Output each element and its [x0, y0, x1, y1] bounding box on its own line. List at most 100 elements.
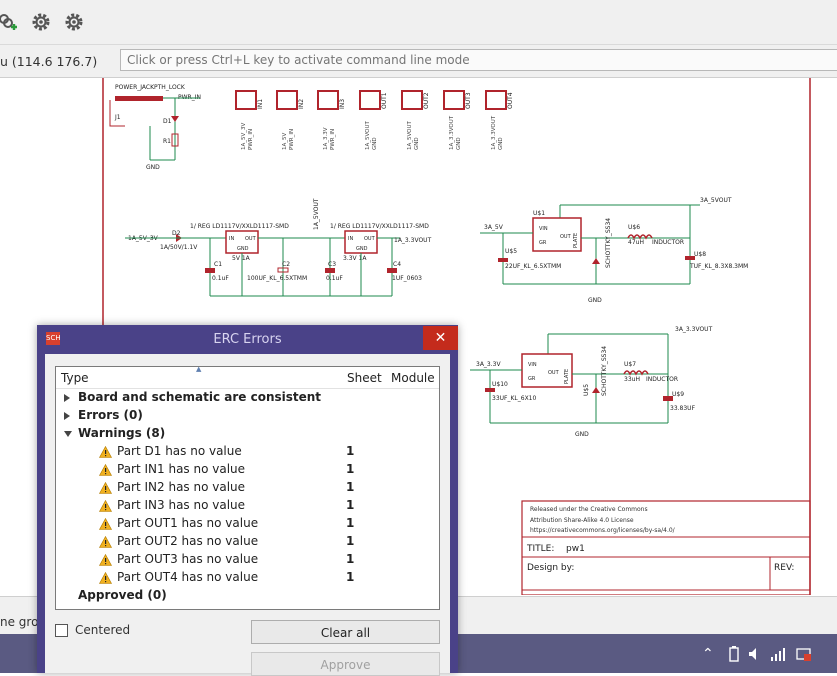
row-sheet-count: 1: [346, 516, 355, 530]
reg-pin-in: IN: [229, 236, 234, 242]
tree-group-row[interactable]: Warnings (8): [56, 425, 439, 442]
connector-out1-label: OUT1: [381, 92, 388, 109]
command-line-input[interactable]: [120, 49, 837, 71]
buck2-inductor-type: INDUCTOR: [646, 376, 678, 383]
network-signal-icon[interactable]: [770, 647, 786, 661]
column-header-sheet[interactable]: Sheet: [347, 371, 382, 385]
gnd-label-3: GND: [575, 431, 589, 438]
row-sheet-count: 1: [346, 534, 355, 548]
buck-converter-3v3: 3A_3.3VOUT 3A_3.3V VIN OUT GR PLATE U$10…: [470, 326, 713, 438]
gear-icon[interactable]: [28, 9, 54, 35]
connectors-row: IN1 IN2 IN3 OUT1 OUT2 OUT3 OUT4 1A_5V_3V…: [235, 90, 514, 150]
row-sheet-count: 1: [346, 462, 355, 476]
warning-row[interactable]: Part IN2 has no value 1: [56, 479, 439, 496]
sort-indicator-icon: ▲: [196, 366, 202, 373]
row-label: Part IN1 has no value: [117, 462, 246, 476]
license-line-2: Attribution Share-Alike 4.0 License: [530, 517, 634, 524]
warning-icon: [99, 482, 112, 494]
d2-value: 1A/50V/1.1V: [160, 244, 198, 251]
row-label: Part IN3 has no value: [117, 498, 246, 512]
buck2-cout-value: 33.83UF: [670, 405, 696, 412]
erc-tree-view[interactable]: Type ▲ Sheet Module Board and schematic …: [55, 366, 440, 610]
conn-pin-label: GND: [372, 137, 378, 150]
tree-group-row[interactable]: Errors (0): [56, 407, 439, 424]
license-line-1: Released under the Creative Commons: [530, 506, 648, 513]
title-value: pw1: [566, 544, 585, 554]
tree-header: Type ▲ Sheet Module: [56, 367, 439, 389]
warning-icon: [99, 572, 112, 584]
c4-value: 1UF_0603: [392, 275, 422, 282]
buck1-cin-value: 22UF_KL_6.5XTMM: [505, 263, 561, 270]
buck1-inductor-type: INDUCTOR: [652, 239, 684, 246]
hierarchy-add-icon[interactable]: [0, 9, 22, 35]
warning-row[interactable]: Part IN1 has no value 1: [56, 461, 439, 478]
c4-label: C4: [393, 261, 401, 268]
power-jack-section: POWER_JACKPTH_LOCK PWR_IN J1 D1 R1 GND: [109, 84, 201, 171]
buck-converter-5v: 3A_5VOUT 3A_5V VIN OUT GR PLATE U$5 22UF…: [480, 197, 748, 304]
gear-icon[interactable]: [61, 9, 87, 35]
buck2-net-out: 3A_3.3VOUT: [675, 326, 713, 333]
buck1-net-in: 3A_5V: [484, 224, 504, 231]
j1-label: J1: [114, 114, 121, 121]
centered-label: Centered: [75, 623, 131, 637]
row-sheet-count: 1: [346, 570, 355, 584]
buck2-pin: VIN: [528, 362, 537, 368]
expand-down-icon[interactable]: [64, 431, 72, 437]
net-1a-3v3-out: 1A_3.3VOUT: [394, 237, 432, 244]
title-label: TITLE:: [526, 544, 554, 554]
row-label: Errors (0): [78, 408, 143, 422]
buck1-ic: [532, 217, 582, 252]
buck2-cout-label: U$9: [672, 391, 684, 398]
tree-group-row[interactable]: Approved (0): [56, 587, 439, 604]
title-block: Released under the Creative Commons Attr…: [521, 500, 811, 595]
centered-checkbox[interactable]: [55, 624, 68, 637]
conn-pin-label: PWR_IN: [289, 129, 295, 150]
c1-value: 0.1uF: [212, 275, 229, 282]
connector-out3-label: OUT3: [465, 92, 472, 109]
buck1-u-label: U$1: [533, 210, 545, 217]
buck2-pin: GR: [528, 376, 536, 382]
buck1-pin: GR: [539, 240, 547, 246]
column-header-type[interactable]: Type: [61, 371, 89, 385]
row-label: Warnings (8): [78, 426, 166, 440]
connector-in1-label: IN1: [257, 99, 264, 109]
row-sheet-count: 1: [346, 444, 355, 458]
net-1a-5vout: 1A_5VOUT: [313, 198, 320, 230]
approve-button[interactable]: Approve: [251, 652, 440, 676]
buck1-inductor-value: 47uH: [628, 239, 644, 246]
close-button[interactable]: ✕: [423, 326, 458, 350]
clear-all-button[interactable]: Clear all: [251, 620, 440, 644]
expand-right-icon[interactable]: [64, 394, 70, 402]
warning-row[interactable]: Part OUT2 has no value 1: [56, 533, 439, 550]
kicad-schematic-app-icon: SCH: [46, 332, 61, 345]
buck1-pin: VIN: [539, 226, 548, 232]
c3-value: 0.1uF: [326, 275, 343, 282]
row-label: Part IN2 has no value: [117, 480, 246, 494]
connector-in3-label: IN3: [339, 99, 346, 109]
buck1-cout-label: U$8: [694, 251, 706, 258]
linear-regulators-section: 1/ REG LD1117V/XXLD1117-SMD 1/ REG LD111…: [125, 198, 432, 297]
power-jack-symbol: [115, 96, 163, 101]
row-label: Part OUT2 has no value: [117, 534, 259, 548]
warning-icon: [99, 464, 112, 476]
expand-right-icon[interactable]: [64, 412, 70, 420]
reg-pin-in: IN: [348, 236, 353, 242]
battery-icon[interactable]: [728, 646, 740, 662]
column-header-module[interactable]: Module: [391, 371, 435, 385]
tree-group-row[interactable]: Board and schematic are consistent: [56, 389, 439, 406]
r1-label: R1: [163, 138, 171, 145]
conn-pin-label: PWR_IN: [330, 129, 336, 150]
buck2-inductor-value: 33uH: [624, 376, 640, 383]
conn-pin-label: 1A_5VOUT: [407, 120, 413, 150]
speaker-icon[interactable]: [748, 647, 762, 661]
command-bar: u (114.6 176.7): [0, 45, 837, 78]
keyboard-off-icon[interactable]: [796, 646, 812, 662]
row-sheet-count: 1: [346, 480, 355, 494]
chevron-up-icon[interactable]: ⌃: [702, 646, 714, 662]
buck2-net-in: 3A_3.3V: [476, 361, 501, 368]
